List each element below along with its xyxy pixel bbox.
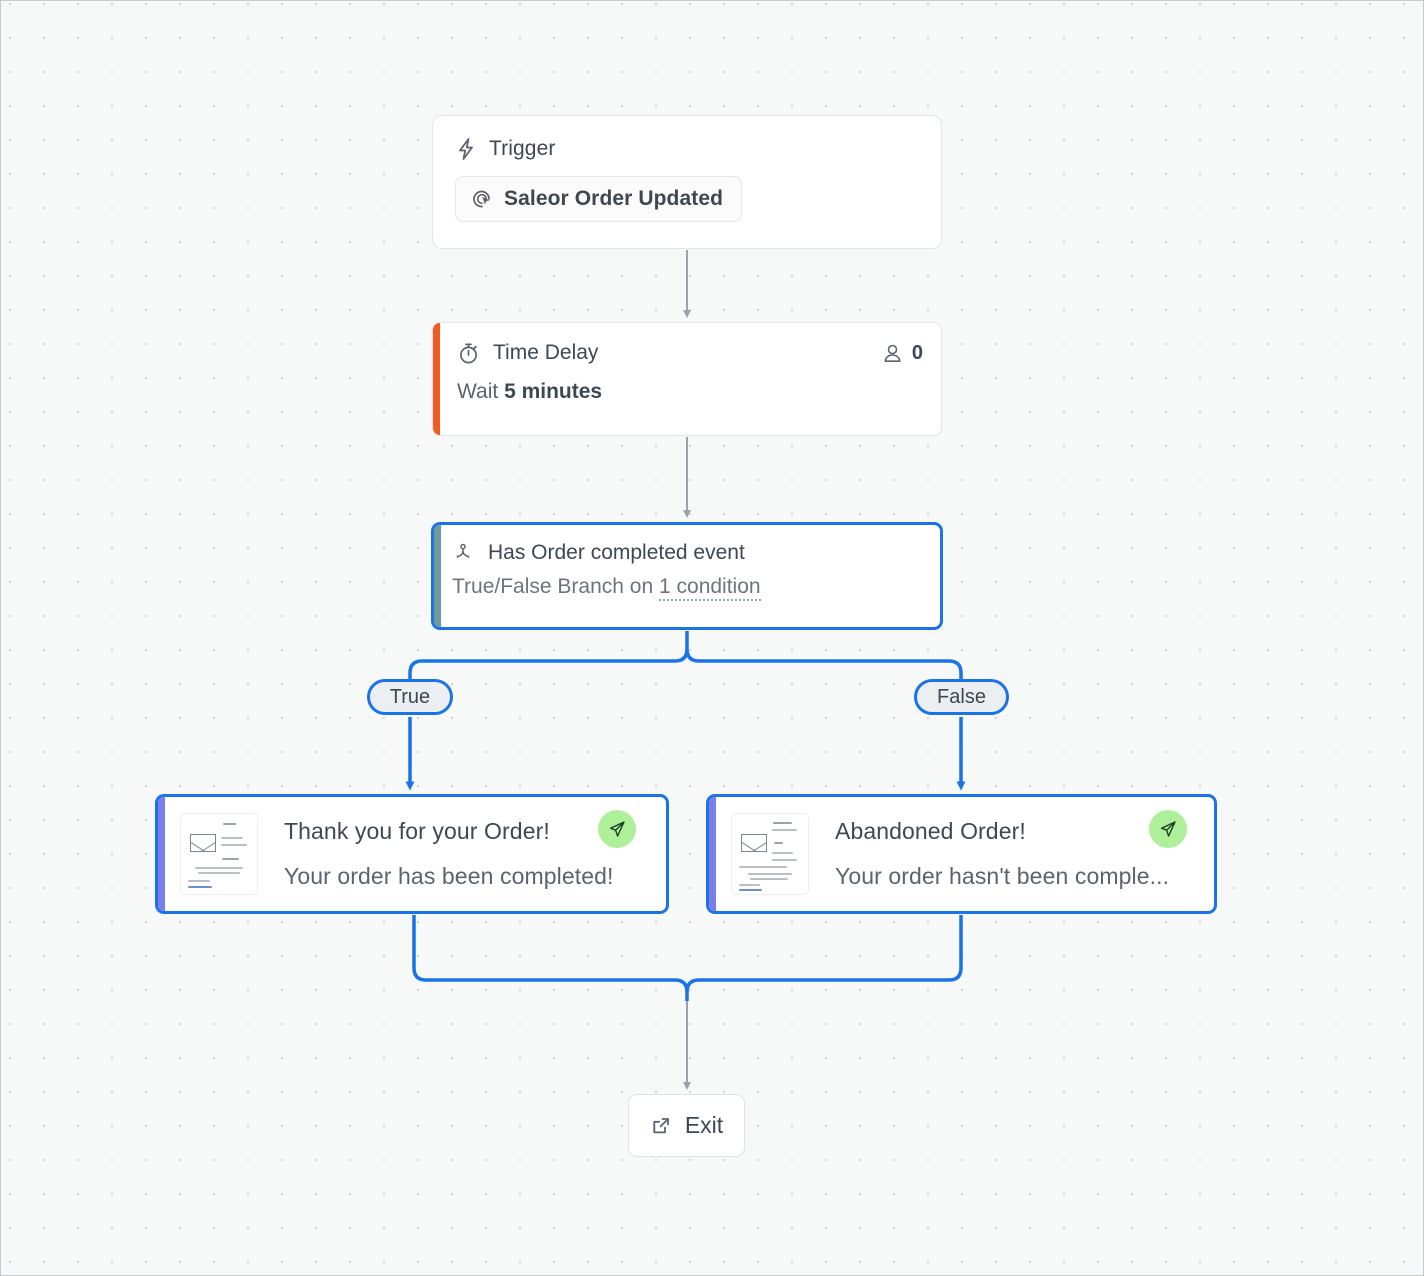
branch-pill-true[interactable]: True xyxy=(367,679,453,715)
edge-email-right-merge xyxy=(685,915,963,993)
email-accent-bar xyxy=(158,797,165,911)
condition-count-link[interactable]: 1 condition xyxy=(659,575,761,601)
edge-condition-split-right xyxy=(685,648,963,679)
trigger-title: Trigger xyxy=(489,137,556,160)
branch-label-false: False xyxy=(937,685,986,708)
envelope-icon xyxy=(741,834,767,852)
stopwatch-icon xyxy=(457,342,480,365)
email-subject: Thank you for your Order! xyxy=(284,818,550,844)
email-template-thumbnail xyxy=(731,813,809,895)
delay-wait-prefix: Wait xyxy=(457,380,499,403)
condition-description: True/False Branch on 1 condition xyxy=(452,575,922,601)
condition-description-prefix: True/False Branch on xyxy=(452,575,654,598)
send-paper-plane-icon xyxy=(607,819,627,839)
email-template-thumbnail xyxy=(180,813,258,895)
edge-email-left-merge xyxy=(412,915,689,1001)
send-status-badge xyxy=(598,810,636,848)
branch-label-true: True xyxy=(389,685,431,708)
branch-pill-false[interactable]: False xyxy=(914,679,1009,715)
delay-wait-text: Wait 5 minutes xyxy=(457,380,923,404)
delay-accent-bar xyxy=(433,323,440,435)
time-delay-title: Time Delay xyxy=(493,341,599,364)
exit-label: Exit xyxy=(684,1112,724,1138)
trigger-event-label: Saleor Order Updated xyxy=(504,187,724,210)
send-status-badge xyxy=(1149,810,1187,848)
delay-wait-value: 5 minutes xyxy=(504,380,603,403)
exit-node[interactable]: Exit xyxy=(628,1094,745,1157)
lightning-bolt-icon xyxy=(455,137,477,161)
email-subject: Abandoned Order! xyxy=(835,818,1026,844)
condition-node[interactable]: Has Order completed event True/False Bra… xyxy=(431,522,943,630)
trigger-node[interactable]: Trigger Saleor Order Updated xyxy=(432,115,942,249)
trigger-header: Trigger xyxy=(455,136,919,162)
condition-title: Has Order completed event xyxy=(488,540,745,564)
email-accent-bar xyxy=(709,797,716,911)
person-icon xyxy=(882,343,903,364)
saleor-cursor-icon xyxy=(471,188,493,210)
delay-people-count: 0 xyxy=(882,342,923,365)
trigger-event-pill[interactable]: Saleor Order Updated xyxy=(455,176,743,222)
send-paper-plane-icon xyxy=(1158,819,1178,839)
delay-count-value: 0 xyxy=(911,341,923,364)
branch-fork-icon xyxy=(452,542,474,564)
external-link-icon xyxy=(650,1115,672,1137)
email-preview: Your order has been completed! xyxy=(284,863,614,889)
email-preview: Your order hasn't been comple... xyxy=(835,863,1170,889)
time-delay-node[interactable]: Time Delay 0 Wait 5 minutes xyxy=(432,322,942,436)
condition-accent-bar xyxy=(434,525,441,627)
email-node-abandoned[interactable]: Abandoned Order! Your order hasn't been … xyxy=(706,794,1217,914)
email-node-thank-you[interactable]: Thank you for your Order! Your order has… xyxy=(155,794,669,914)
edge-condition-split xyxy=(408,631,689,679)
envelope-icon xyxy=(190,834,216,852)
